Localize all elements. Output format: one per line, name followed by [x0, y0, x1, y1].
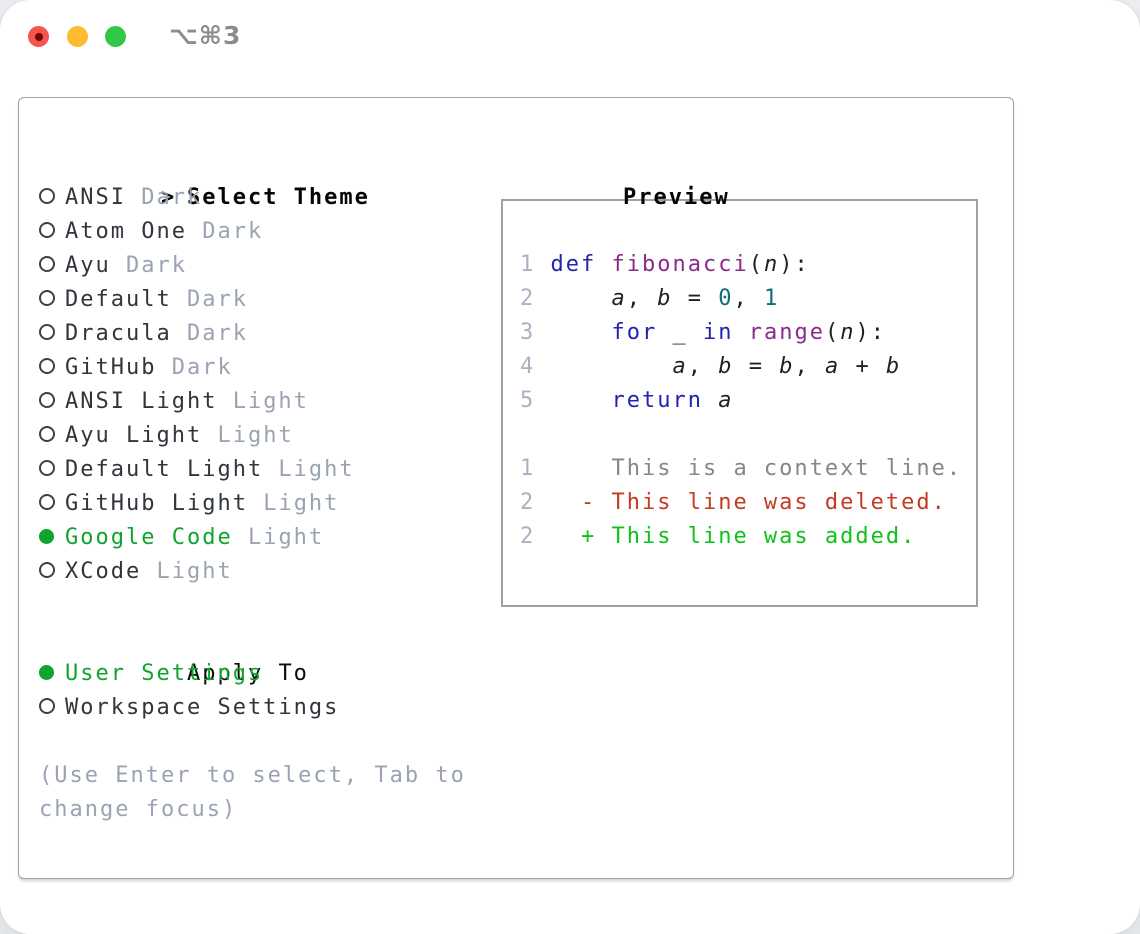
theme-option-label: XCode [65, 559, 142, 584]
code-line: 1 This is a context line. [520, 456, 963, 481]
theme-option-ansi[interactable]: ANSI Dark [39, 181, 466, 215]
apply-section-title: Apply To [186, 661, 309, 686]
zoom-button[interactable] [105, 26, 126, 47]
theme-option-label: Atom One [65, 219, 187, 244]
theme-variant: Dark [186, 219, 264, 244]
theme-option-github-light[interactable]: GitHub Light Light [39, 487, 466, 521]
theme-variant: Dark [171, 321, 248, 346]
titlebar: ⌥⌘3 [0, 0, 1140, 74]
window-title: ⌥⌘3 [169, 21, 242, 50]
spacer [39, 589, 466, 623]
hint-line-1: (Use Enter to select, Tab to [39, 763, 466, 788]
theme-option-label: Ayu Light [65, 423, 203, 448]
theme-option-label: Default Light [65, 457, 264, 482]
theme-variant: Dark [171, 287, 248, 312]
code-line: 2 - This line was deleted. [520, 490, 947, 515]
theme-option-ansi-light[interactable]: ANSI Light Light [39, 385, 466, 419]
theme-section-title: Select Theme [186, 185, 370, 210]
preview-code: 1 def fibonacci(n): 2 a, b = 0, 1 3 for _ … [501, 199, 978, 607]
theme-option-xcode[interactable]: XCode Light [39, 555, 466, 589]
theme-option-google-code[interactable]: Google Code Light [39, 521, 466, 555]
theme-option-label: Dracula [65, 321, 172, 346]
spacer [39, 725, 466, 759]
radio-icon [39, 249, 65, 283]
theme-option-atom-one[interactable]: Atom One Dark [39, 215, 466, 249]
theme-variant: Dark [125, 185, 203, 210]
radio-icon [39, 691, 65, 725]
radio-selected-icon [39, 657, 65, 691]
theme-option-label: GitHub Light [65, 491, 248, 516]
theme-variant: Light [202, 423, 294, 448]
theme-option-label: GitHub [65, 355, 157, 380]
radio-icon [39, 351, 65, 385]
theme-option-label: Google Code [65, 525, 233, 550]
code-line: 5 return a [520, 388, 734, 413]
theme-option-default[interactable]: Default Dark [39, 283, 466, 317]
theme-option-label: Ayu [65, 253, 111, 278]
theme-option-default-light[interactable]: Default Light Light [39, 453, 466, 487]
close-dot-icon [34, 32, 43, 41]
theme-option-ayu-light[interactable]: Ayu Light Light [39, 419, 466, 453]
minimize-button[interactable] [66, 26, 88, 47]
theme-option-github[interactable]: GitHub Dark [39, 351, 466, 385]
theme-option-label: Default [65, 287, 172, 312]
preview-column: Preview 1 def fibonacci(n): 2 a, b = 0, 1… [501, 147, 978, 607]
theme-variant: Light [217, 389, 309, 414]
code-line: 2 + This line was added. [520, 524, 917, 549]
theme-option-dracula[interactable]: Dracula Dark [39, 317, 466, 351]
apply-option-label: Workspace Settings [65, 695, 340, 720]
preview-title: Preview [622, 185, 730, 210]
theme-variant: Light [232, 525, 325, 550]
radio-icon [39, 181, 65, 215]
theme-option-label: ANSI Light [65, 389, 218, 414]
code-line: 2 a, b = 0, 1 [520, 286, 780, 311]
radio-icon [39, 317, 65, 351]
theme-option-ayu[interactable]: Ayu Dark [39, 249, 466, 283]
radio-icon [39, 385, 65, 419]
theme-variant: Light [263, 457, 355, 482]
theme-variant: Light [141, 559, 233, 584]
code-line: 1 def fibonacci(n): [520, 252, 810, 277]
code-line: 3 for _ in range(n): [520, 320, 886, 345]
radio-icon [39, 215, 65, 249]
hint-line-2: change focus) [39, 797, 238, 822]
theme-option-label: ANSI [65, 185, 126, 210]
radio-icon [39, 419, 65, 453]
apply-option-label: User Settings [65, 661, 264, 686]
theme-variant: Light [247, 491, 340, 516]
theme-variant: Dark [110, 253, 187, 278]
radio-icon [39, 283, 65, 317]
selection-prompt-icon: > [160, 185, 177, 210]
radio-icon [39, 555, 65, 589]
traffic-lights [28, 26, 126, 47]
close-button[interactable] [28, 26, 49, 47]
apply-section-header: Apply To [39, 623, 466, 686]
radio-icon [39, 453, 65, 487]
code-line: 4 a, b = b, a + b [520, 354, 902, 379]
radio-icon [39, 487, 65, 521]
theme-variant: Dark [156, 355, 233, 380]
apply-option-workspace-settings[interactable]: Workspace Settings [39, 691, 466, 725]
preview-header: Preview [501, 147, 978, 210]
radio-selected-icon [39, 521, 65, 555]
theme-section-header: > Select Theme [39, 147, 466, 210]
apply-option-user-settings[interactable]: User Settings [39, 657, 466, 691]
blank-line [520, 418, 976, 452]
